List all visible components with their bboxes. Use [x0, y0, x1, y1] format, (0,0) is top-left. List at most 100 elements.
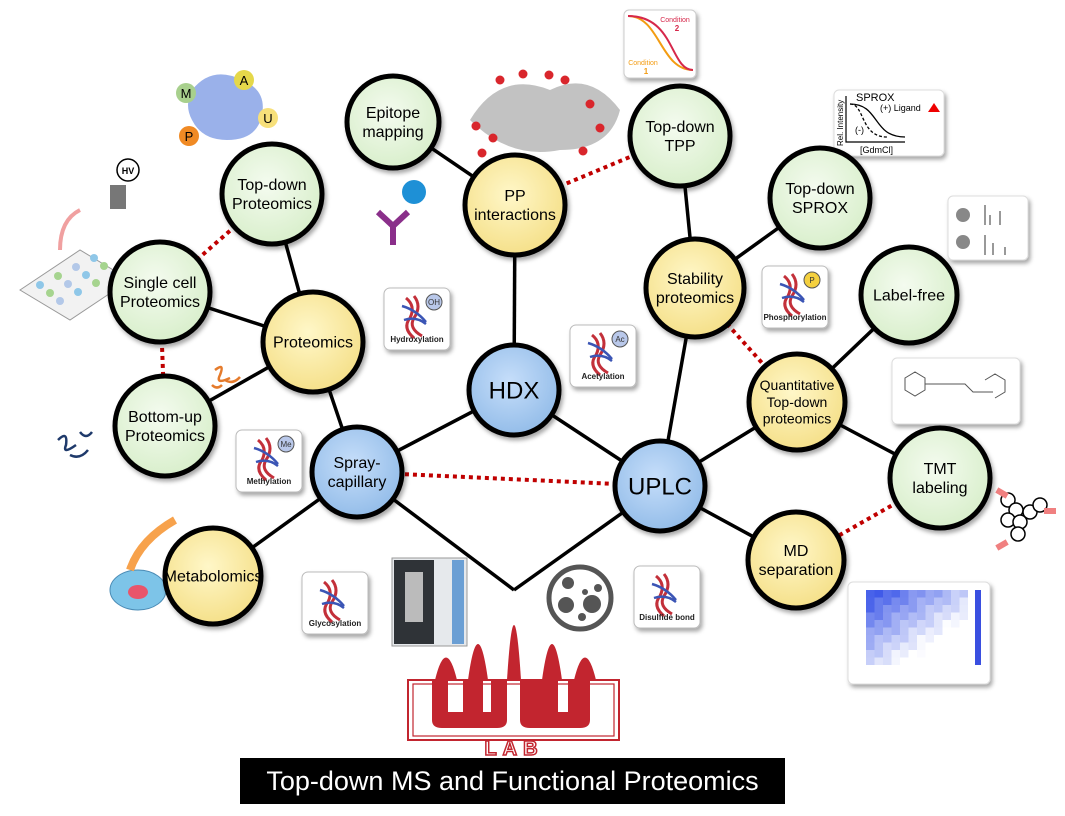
heatmap-cell [934, 658, 943, 666]
heatmap-cell [925, 635, 934, 643]
node-label: capillary [328, 474, 387, 491]
node-circle [746, 351, 848, 453]
md-separation-heatmap-image [847, 581, 991, 685]
peak [468, 644, 488, 680]
node-label: Top-down [767, 394, 828, 410]
node-label: Top-down [645, 119, 714, 136]
node-metab[interactable]: Metabolomics [162, 525, 264, 627]
heatmap-cell [959, 605, 968, 613]
node-circle [107, 239, 213, 345]
heatmap-cell [917, 658, 926, 666]
residue-marker [544, 70, 554, 80]
antigen-icon [402, 180, 426, 204]
node-circle [260, 289, 366, 395]
heatmap-cell [866, 650, 875, 658]
protein-structure-icon [779, 273, 805, 318]
heatmap-cell [900, 627, 909, 635]
heatmap-cell [951, 635, 960, 643]
logo-u [520, 680, 590, 728]
heatmap-cell [891, 612, 900, 620]
heatmap-cell [874, 650, 883, 658]
heatmap-cell [917, 650, 926, 658]
heatmap-cell [866, 635, 875, 643]
heatmap-cell [917, 635, 926, 643]
protein-structure-icon [319, 579, 345, 624]
heatmap-cell [874, 635, 883, 643]
heatmap-cell [908, 605, 917, 613]
heatmap-cell [917, 627, 926, 635]
heatmap-cell [908, 590, 917, 598]
heatmap-cell [925, 597, 934, 605]
residue-marker [560, 75, 570, 85]
ligand-curve [849, 103, 906, 138]
node-lf[interactable]: Label-free [858, 244, 960, 346]
heatmap-cell [934, 635, 943, 643]
heatmap-cell [951, 597, 960, 605]
heatmap-cell [866, 642, 875, 650]
node-spray[interactable]: Spray-capillary [309, 424, 405, 520]
heatmap-cell [951, 620, 960, 628]
dotted-edge-single-bottom [158, 291, 167, 427]
heatmap-cell [891, 605, 900, 613]
subunit-letter: U [263, 111, 272, 126]
triangle-icon [928, 103, 940, 112]
node-circle [612, 438, 708, 534]
heatmap-cell [909, 658, 918, 666]
peak [574, 657, 596, 680]
heatmap-cell [891, 650, 900, 658]
node-uplc[interactable]: UPLC [612, 438, 708, 534]
node-label: Proteomics [232, 196, 312, 213]
heatmap-cell [960, 643, 969, 651]
heatmap-cell [908, 642, 917, 650]
node-prot[interactable]: Proteomics [260, 289, 366, 395]
node-label: Epitope [366, 105, 420, 122]
badge-icon [611, 330, 629, 348]
node-circle [309, 424, 405, 520]
heatmap-cell [908, 620, 917, 628]
subunit-A [234, 70, 254, 90]
heatmap-cell [959, 590, 968, 598]
node-label: separation [759, 562, 834, 579]
heatmap-cell [951, 658, 960, 666]
heatmap-cell [908, 612, 917, 620]
heatmap-cell [891, 657, 900, 665]
protein-structure-icon [401, 295, 427, 340]
node-label: Single cell [124, 275, 197, 292]
heatmap-cell [891, 597, 900, 605]
heatmap-cell [900, 650, 909, 658]
subunit-letter: P [185, 129, 194, 144]
heatmap-cell [883, 642, 892, 650]
peptides-icon [211, 365, 241, 389]
heatmap-cell [900, 635, 909, 643]
heatmap-cell [943, 658, 952, 666]
node-hdx[interactable]: HDX [466, 342, 562, 438]
node-label: Quantitative [760, 377, 835, 393]
residue-marker [471, 121, 481, 131]
node-circle [466, 342, 562, 438]
node-label: Top-down [237, 177, 306, 194]
heatmap-cell [942, 612, 951, 620]
heatmap-cell [866, 627, 875, 635]
residue-marker [488, 133, 498, 143]
condition2-curve [627, 15, 694, 71]
residue-marker [595, 123, 605, 133]
node-label: Metabolomics [164, 569, 263, 586]
y-axis-label: Rel. Intensity [836, 100, 845, 146]
heatmap-cell [883, 605, 892, 613]
heatmap-cell [900, 612, 909, 620]
heatmap-cell [926, 643, 935, 651]
heatmap-cell [891, 642, 900, 650]
